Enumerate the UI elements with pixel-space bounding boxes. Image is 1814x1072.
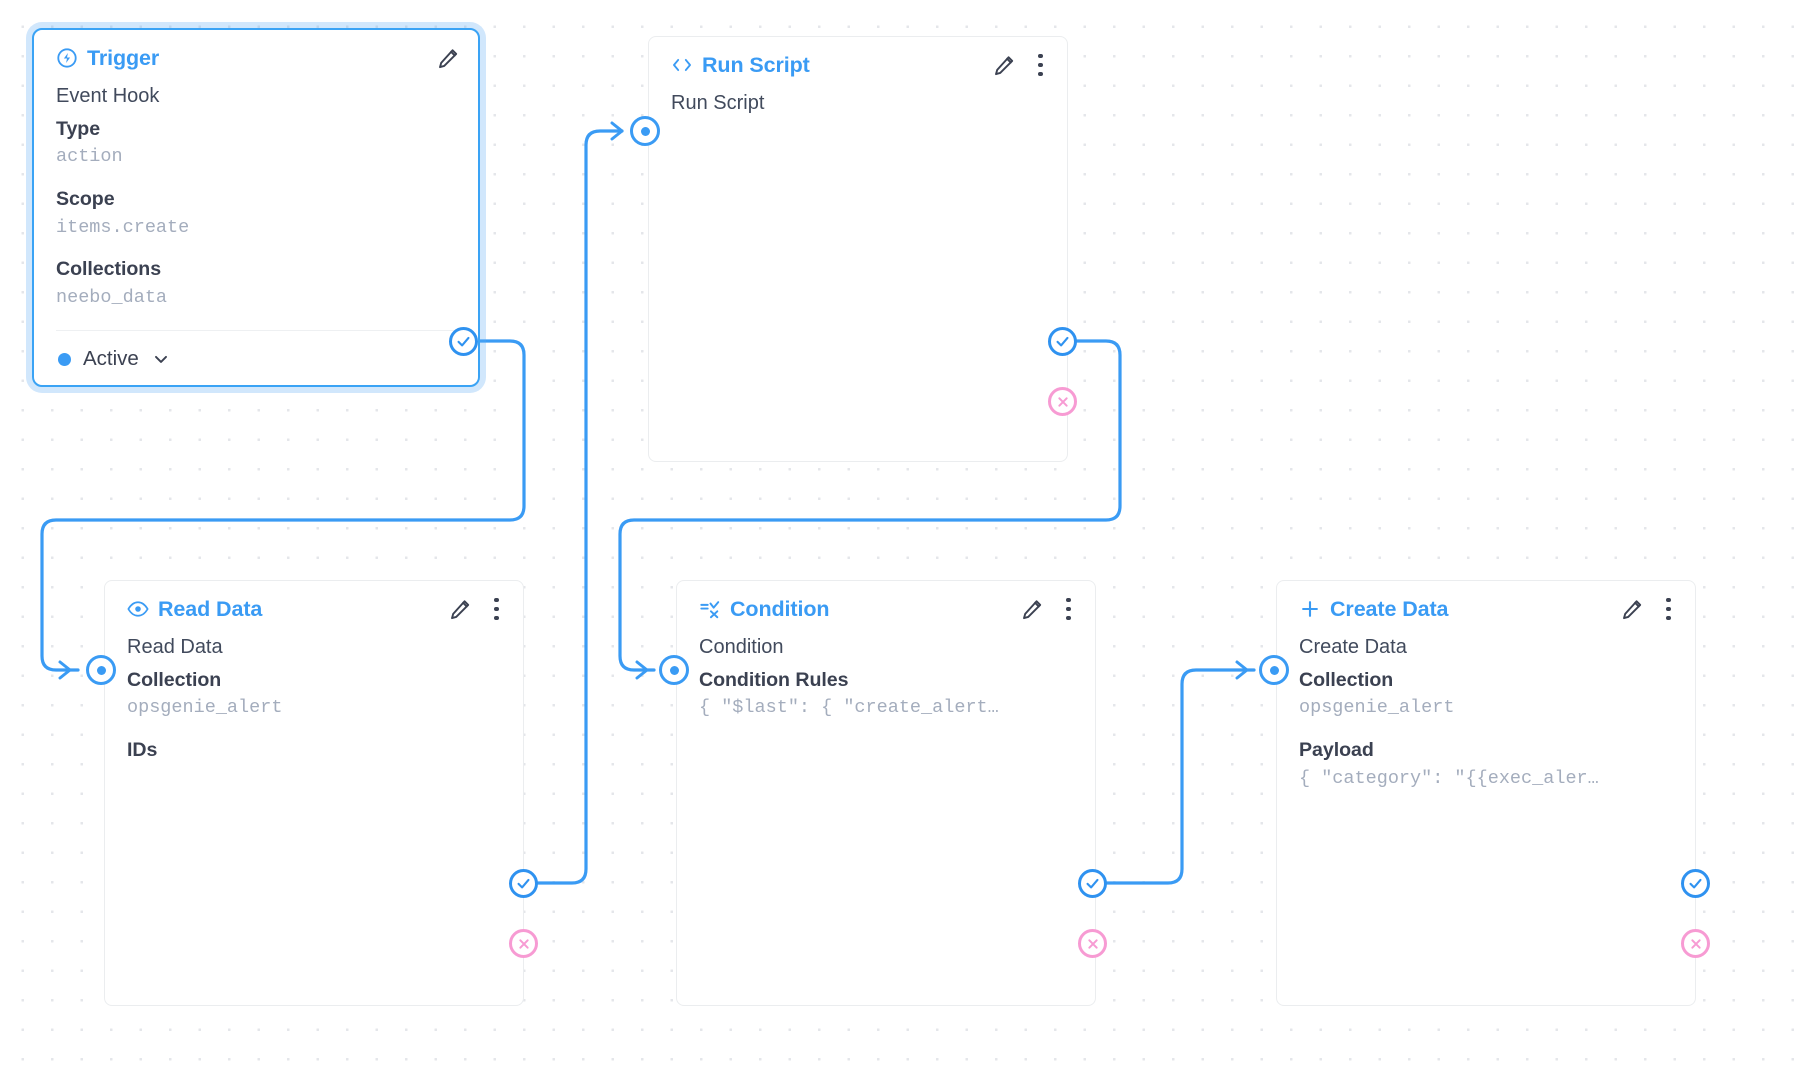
create-data-field-value-collection: opsgenie_alert xyxy=(1299,697,1455,719)
node-condition[interactable]: Condition Condition Condition Rules { "$… xyxy=(676,580,1096,1006)
bolt-circle-icon xyxy=(56,47,78,69)
condition-resolve-handle[interactable] xyxy=(1078,869,1107,898)
condition-input-arrow-icon xyxy=(633,657,659,688)
condition-input-handle[interactable] xyxy=(659,655,689,685)
run-script-row-name: Run Script xyxy=(671,92,765,114)
trigger-field-label-scope: Scope xyxy=(56,188,115,211)
trigger-divider xyxy=(56,329,456,332)
edit-icon[interactable] xyxy=(1620,597,1644,621)
read-data-reject-handle[interactable] xyxy=(509,929,538,958)
more-options-icon[interactable] xyxy=(1060,596,1077,623)
create-data-title: Create Data xyxy=(1330,596,1449,621)
edit-icon[interactable] xyxy=(1020,597,1044,621)
read-data-field-label-ids: IDs xyxy=(127,739,158,762)
trigger-header: Trigger xyxy=(34,30,478,86)
condition-header: Condition xyxy=(677,581,1095,637)
run-script-header: Run Script xyxy=(649,37,1067,93)
condition-title: Condition xyxy=(730,596,830,621)
trigger-row-name: Event Hook xyxy=(56,85,160,107)
code-brackets-icon xyxy=(671,54,693,76)
run-script-title-group: Run Script xyxy=(671,53,810,78)
more-options-icon[interactable] xyxy=(1032,52,1049,79)
more-options-icon[interactable] xyxy=(1660,596,1677,623)
read-data-header: Read Data xyxy=(105,581,523,637)
condition-field-label-rules: Condition Rules xyxy=(699,669,849,691)
trigger-field-label-collections: Collections xyxy=(56,258,162,281)
run-script-header-actions xyxy=(992,52,1049,79)
eye-icon xyxy=(127,598,149,620)
create-data-resolve-handle[interactable] xyxy=(1681,869,1710,898)
edge-read-data-to-run-script xyxy=(536,129,624,885)
trigger-header-actions xyxy=(436,46,460,70)
create-data-header: Create Data xyxy=(1277,581,1695,637)
condition-row-name: Condition xyxy=(699,636,784,658)
read-data-title: Read Data xyxy=(158,596,263,621)
node-read-data[interactable]: Read Data Read Data Collection opsgenie_… xyxy=(104,580,524,1006)
read-data-row-name: Read Data xyxy=(127,636,223,658)
edit-icon[interactable] xyxy=(436,46,460,70)
run-script-title: Run Script xyxy=(702,52,810,77)
node-create-data[interactable]: Create Data Create Data Collection opsge… xyxy=(1276,580,1696,1006)
read-data-header-actions xyxy=(448,596,505,623)
plus-icon xyxy=(1299,598,1321,620)
create-data-row-name: Create Data xyxy=(1299,636,1407,658)
condition-title-group: Condition xyxy=(699,596,830,622)
read-data-field-label-collection: Collection xyxy=(127,669,222,691)
read-data-resolve-handle[interactable] xyxy=(509,869,538,898)
condition-filter-icon xyxy=(699,598,721,620)
edit-icon[interactable] xyxy=(448,597,472,621)
read-data-input-arrow-icon xyxy=(56,657,82,688)
status-dot-icon xyxy=(58,352,71,366)
trigger-field-value-type: action xyxy=(56,146,123,168)
run-script-input-handle[interactable] xyxy=(630,116,660,146)
trigger-title-group: Trigger xyxy=(56,46,159,71)
create-data-field-label-collection: Collection xyxy=(1299,669,1394,691)
trigger-field-value-scope: items.create xyxy=(56,216,190,238)
create-data-input-arrow-icon xyxy=(1233,657,1259,688)
read-data-body: Read Data Collection opsgenie_alert IDs xyxy=(105,637,523,776)
condition-reject-handle[interactable] xyxy=(1078,929,1107,958)
node-trigger[interactable]: Trigger Event Hook Type action Scope ite… xyxy=(32,28,480,388)
trigger-resolve-handle[interactable] xyxy=(449,327,478,356)
read-data-input-handle[interactable] xyxy=(86,655,116,685)
create-data-field-label-payload: Payload xyxy=(1299,739,1374,762)
node-run-script[interactable]: Run Script Run Script xyxy=(648,36,1068,462)
run-script-body: Run Script xyxy=(649,93,1067,131)
trigger-field-label-type: Type xyxy=(56,118,101,140)
run-script-resolve-handle[interactable] xyxy=(1048,327,1077,356)
condition-body: Condition Condition Rules { "$last": { "… xyxy=(677,637,1095,732)
create-data-header-actions xyxy=(1620,596,1677,623)
trigger-field-value-collections: neebo_data xyxy=(56,286,168,308)
create-data-reject-handle[interactable] xyxy=(1681,929,1710,958)
create-data-body: Create Data Collection opsgenie_alert Pa… xyxy=(1277,637,1695,802)
condition-field-value-rules: { "$last": { "create_alert… xyxy=(699,697,999,719)
read-data-title-group: Read Data xyxy=(127,597,262,622)
run-script-reject-handle[interactable] xyxy=(1048,387,1077,416)
condition-header-actions xyxy=(1020,596,1077,623)
trigger-status-dropdown[interactable]: Active xyxy=(34,331,478,385)
create-data-title-group: Create Data xyxy=(1299,596,1449,622)
edge-condition-to-create-data xyxy=(1105,668,1256,885)
trigger-status-label: Active xyxy=(83,347,139,371)
trigger-body: Event Hook Type action Scope items.creat… xyxy=(34,86,478,322)
create-data-input-handle[interactable] xyxy=(1259,655,1289,685)
chevron-down-icon xyxy=(151,349,171,369)
trigger-title: Trigger xyxy=(87,45,160,70)
read-data-field-value-collection: opsgenie_alert xyxy=(127,697,283,719)
more-options-icon[interactable] xyxy=(488,596,505,623)
create-data-field-value-payload: { "category": "{{exec_aler… xyxy=(1299,767,1599,789)
edit-icon[interactable] xyxy=(992,53,1016,77)
